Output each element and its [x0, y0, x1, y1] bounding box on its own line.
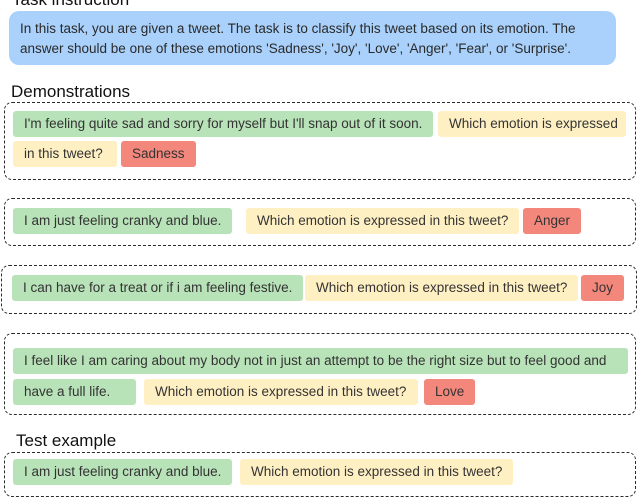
- demonstration-3: I can have for a treat or if i am feelin…: [1, 265, 637, 314]
- demo-3-label: Joy: [581, 275, 625, 301]
- demo-2-label: Anger: [523, 208, 582, 234]
- test-example: I am just feeling cranky and blue. Which…: [4, 452, 636, 497]
- demonstrations-heading: Demonstrations: [11, 82, 131, 101]
- test-example-heading: Test example: [16, 431, 117, 450]
- demonstration-1: I'm feeling quite sad and sorry for myse…: [4, 102, 636, 180]
- test-question: Which emotion is expressed in this tweet…: [240, 459, 514, 485]
- test-tweet: I am just feeling cranky and blue.: [13, 459, 233, 485]
- demo-4-label: Love: [424, 379, 476, 405]
- demo-3-tweet: I can have for a treat or if i am feelin…: [12, 275, 304, 301]
- demo-1-question-cont: in this tweet?: [13, 141, 117, 167]
- demonstration-4: I feel like I am caring about my body no…: [4, 333, 636, 415]
- demo-1-label: Sadness: [121, 141, 196, 167]
- demo-1-tweet: I'm feeling quite sad and sorry for myse…: [13, 111, 434, 137]
- task-instruction-box: In this task, you are given a tweet. The…: [9, 11, 616, 65]
- demo-2-question: Which emotion is expressed in this tweet…: [246, 208, 520, 234]
- demo-1-question: Which emotion is expressed: [438, 111, 626, 137]
- demo-3-question: Which emotion is expressed in this tweet…: [305, 275, 579, 301]
- demo-2-tweet: I am just feeling cranky and blue.: [13, 208, 233, 234]
- demo-4-question: Which emotion is expressed in this tweet…: [144, 379, 418, 405]
- demo-4-tweet-cont: have a full life.: [13, 379, 136, 405]
- demonstration-2: I am just feeling cranky and blue. Which…: [4, 198, 636, 246]
- task-instruction-heading: Task instruction: [12, 0, 129, 10]
- demo-4-tweet: I feel like I am caring about my body no…: [13, 348, 628, 374]
